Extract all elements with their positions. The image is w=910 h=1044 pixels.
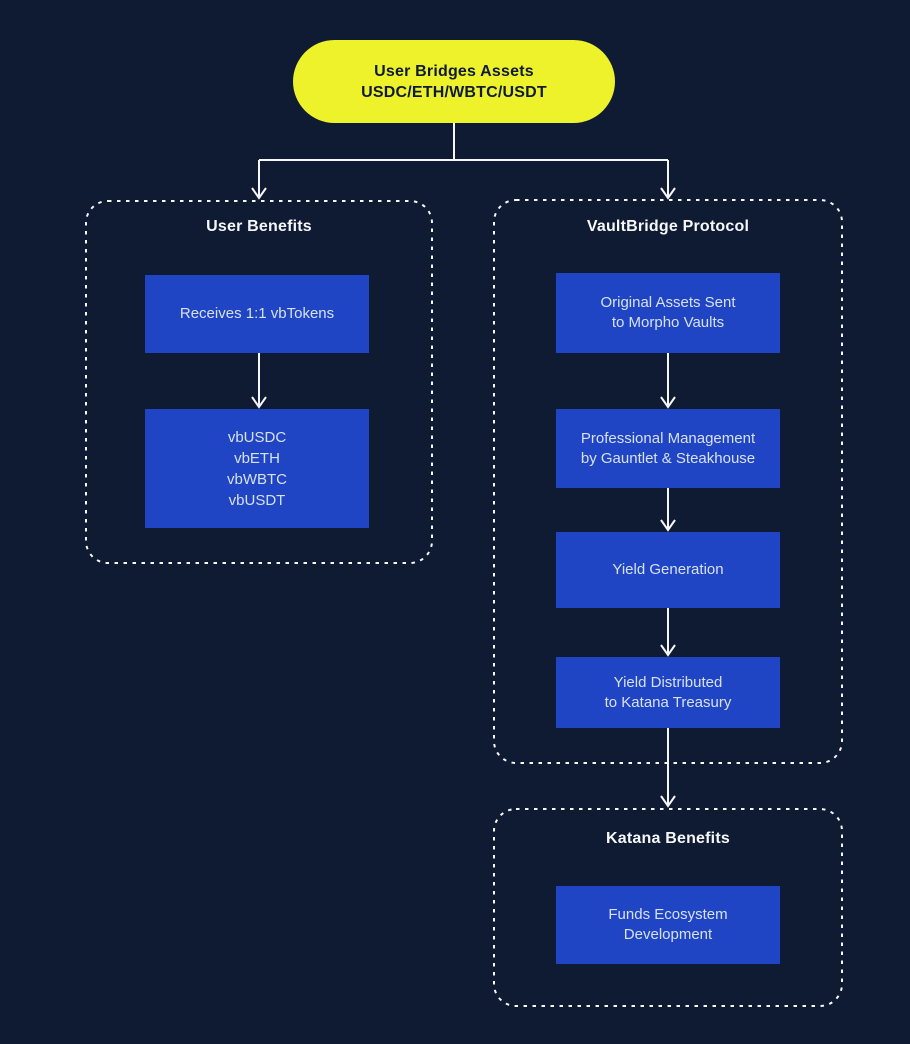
connector-root-split: [258, 123, 669, 196]
group-border-katana-benefits: [493, 808, 843, 1007]
root-node-line2: USDC/ETH/WBTC/USDT: [361, 83, 547, 101]
node-text-line: vbETH: [234, 449, 280, 467]
node-vbtoken-list: vbUSDC vbETH vbWBTC vbUSDT: [145, 409, 369, 528]
arrowhead-katana: [660, 795, 676, 808]
node-text-line: Yield Distributed: [613, 673, 723, 691]
arrowhead-yield-generation: [660, 519, 676, 532]
node-original-assets: Original Assets Sent to Morpho Vaults: [556, 273, 780, 353]
node-professional-management: Professional Management by Gauntlet & St…: [556, 409, 780, 488]
arrowhead-yield-distributed: [660, 644, 676, 657]
node-text-line: to Katana Treasury: [604, 693, 732, 711]
group-border-user-benefits: [85, 200, 433, 564]
node-funds-ecosystem: Funds Ecosystem Development: [556, 886, 780, 964]
root-node-user-bridges-assets: User Bridges Assets USDC/ETH/WBTC/USDT: [293, 40, 615, 123]
node-text-line: Development: [623, 926, 713, 943]
node-text-line: Professional Management: [580, 429, 756, 447]
node-receives-vbtokens: Receives 1:1 vbTokens: [145, 275, 369, 353]
node-text-line: Receives 1:1 vbTokens: [179, 305, 335, 322]
group-title-vaultbridge-protocol: VaultBridge Protocol: [586, 218, 750, 235]
arrowhead-to-user-benefits: [251, 187, 267, 200]
node-text-line: vbUSDT: [228, 491, 286, 509]
arrowhead-tokens: [251, 396, 267, 409]
node-text-line: by Gauntlet & Steakhouse: [580, 449, 756, 467]
arrowhead-management: [660, 396, 676, 409]
node-text-line: vbWBTC: [227, 470, 287, 488]
node-text-line: Yield Generation: [612, 561, 724, 578]
node-text-line: vbUSDC: [227, 428, 287, 446]
group-title-katana-benefits: Katana Benefits: [606, 830, 730, 847]
root-node-line1: User Bridges Assets: [374, 62, 534, 80]
node-text-line: to Morpho Vaults: [611, 314, 725, 331]
group-title-user-benefits: User Benefits: [206, 218, 312, 235]
arrowhead-to-vaultbridge: [660, 187, 676, 200]
node-yield-generation: Yield Generation: [556, 532, 780, 608]
node-text-line: Original Assets Sent: [600, 294, 736, 311]
node-text-line: Funds Ecosystem: [608, 906, 728, 923]
node-yield-distributed: Yield Distributed to Katana Treasury: [556, 657, 780, 728]
